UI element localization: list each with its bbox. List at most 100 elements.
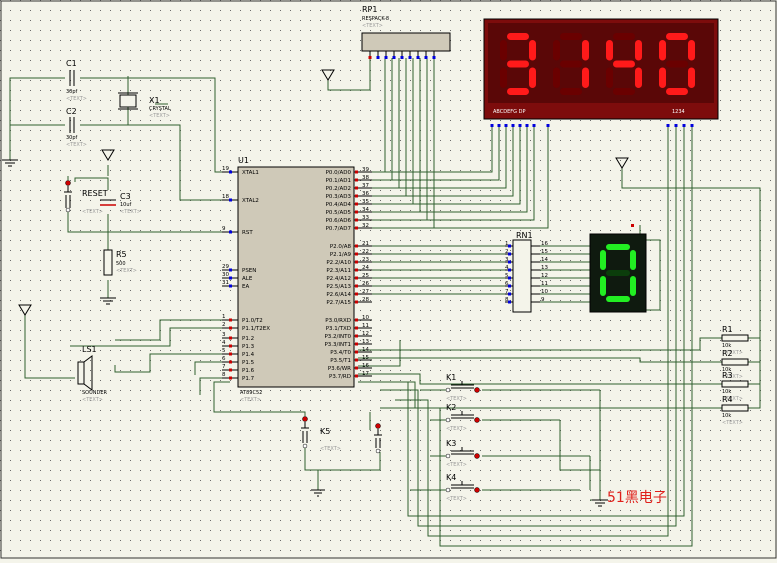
u1-pin-number: 19 [222,166,229,172]
u1-pin-name: P0.5/AD5 [326,210,352,216]
u1-pin-1[interactable]: 1P1.0/T2 [222,314,263,324]
u1-pin-name: P3.2/INT0 [324,334,351,340]
key-ref: K4 [446,473,456,482]
rn1-pin-number: 6 [505,281,509,287]
segment-d [666,88,688,95]
rn1-pin-7: 7 [505,289,513,296]
digit-select-labels: 1234 [672,109,685,115]
u1-pin-name: P1.2 [242,336,254,342]
u1-pin-4[interactable]: 4P1.3 [222,340,255,350]
switch-k5[interactable]: K5 <TEXT> [301,416,382,454]
seven-segment-display-4digit[interactable]: ABCDEFG DP 1234 [483,18,719,127]
u1-pin-name: P2.0/A8 [330,244,352,250]
u1-pin-name: P2.3/A11 [326,268,351,274]
segment-f [659,40,666,61]
u1-pin-name: P0.1/AD1 [326,178,351,184]
u1-pin-name: RST [242,230,253,236]
u1-pin-name: P0.6/AD6 [326,218,352,224]
u1-pin-3[interactable]: 3P1.2 [222,332,254,342]
reset-switch[interactable]: RESET <TEXT> [64,180,108,216]
ground-symbol [311,489,325,497]
switch-k1[interactable]: K1<TEXT> [445,373,480,402]
capacitor-c1[interactable]: C1 30pf <TEXT> [66,59,87,102]
segment-d [507,88,529,95]
u1-pin-number: 6 [222,356,226,362]
u1-pin-number: 36 [362,191,369,197]
segment-pin [504,124,508,127]
u1-pin-8[interactable]: 8P1.7 [222,372,255,382]
crystal-x1[interactable]: X1 CRYSTAL <TEXT> [118,92,171,119]
resistor-ref: R3 [722,371,733,380]
switch-k2[interactable]: K2<TEXT> [445,403,480,432]
rp1-pin-marker [368,56,372,59]
rn1-pin-12: 12 [531,273,548,279]
power-arrow-symbol [18,304,32,316]
u1-pin-name: P3.5/T1 [330,358,351,364]
rp1-value: RESPACK-8 [362,16,389,22]
u1-pin-number: 1 [222,314,226,320]
segment-f [553,40,560,61]
segment-c [630,276,636,296]
c3-value: 10uf [120,202,132,208]
switch-k3[interactable]: K3<TEXT> [445,439,480,468]
u1-pin-7[interactable]: 7P1.6 [222,364,255,374]
u1-pin-name: ALE [242,276,253,282]
resistor-r5[interactable]: R5 500 <TEXT> [103,249,137,276]
segment-d [560,88,582,95]
segment-g [606,270,630,276]
u1-pin-name: P0.0/AD0 [326,170,352,176]
respack-rp1[interactable]: RP1 RESPACK-8 <TEXT> [361,5,451,59]
u1-pin-5[interactable]: 5P1.4 [222,348,255,358]
segment-b [688,40,695,61]
seven-segment-display-1digit[interactable] [589,224,647,313]
segment-pin [546,124,550,127]
mcu-u1[interactable]: U1 AT89C52 <TEXT> 19XTAL118XTAL29RST29PS… [222,156,372,403]
u1-pin-name: XTAL1 [242,170,259,176]
capacitor-c3[interactable]: C3 10uf <TEXT> [100,192,141,215]
u1-pin-2[interactable]: 2P1.1/T2EX [222,322,270,332]
switch-k4[interactable]: K4<TEXT> [445,473,480,502]
rp1-pin-marker [408,56,412,59]
u1-pin-6[interactable]: 6P1.5 [222,356,255,366]
u1-pin-name: P3.4/T0 [330,350,351,356]
resistor-ref: R2 [722,349,733,358]
capacitor-c2[interactable]: C2 30pf <TEXT> [66,107,87,148]
rn1-pin-2: 2 [505,249,513,256]
sounder-ls1[interactable]: LS1 SOUNDER <TEXT> [77,345,108,403]
